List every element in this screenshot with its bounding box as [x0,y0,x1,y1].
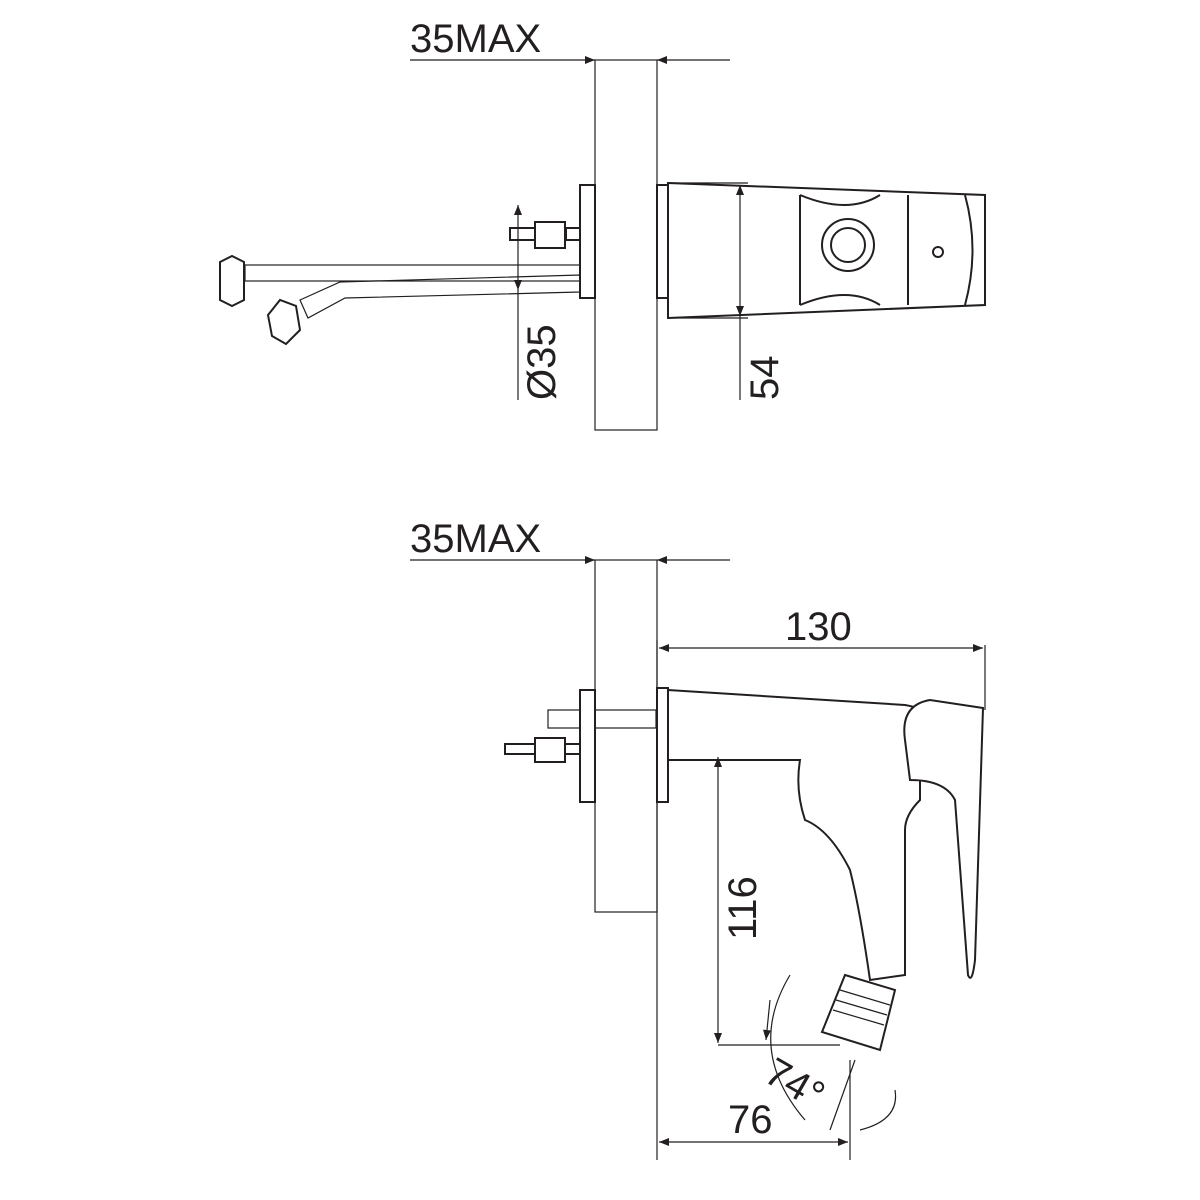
diameter-dimension: Ø35 [514,205,564,400]
wall-depth-label: 35MAX [410,17,541,61]
wall-depth-label: 35MAX [410,517,541,561]
outlet-circle [821,218,875,272]
mixer-body-top [667,181,986,320]
spout-reach-label: 76 [728,1098,773,1142]
length-label: 130 [785,605,852,649]
spout-height-dimension: 116 [714,757,840,1046]
side-view: 35MAX 130 116 [410,517,986,1160]
length-dimension: 130 [656,605,986,1160]
mixer-body-side [667,688,985,1052]
hose-nut [219,254,245,308]
wall-section [594,59,658,431]
wall-depth-dimension: 35MAX [410,517,730,564]
aerator [820,973,897,1052]
wall-section [594,559,658,913]
wall-depth-dimension: 35MAX [410,17,730,64]
hoses [219,254,581,346]
diameter-label: Ø35 [520,324,564,400]
lever-handle [903,698,985,979]
mounting-stud [509,221,596,249]
mounting-plate [579,689,596,803]
mounting-plate [579,184,596,299]
height-label: 54 [743,356,787,401]
flange [656,687,669,803]
hose-nut [266,298,302,346]
flange [656,184,669,299]
spout-reach-dimension: 76 [659,1098,848,1146]
screw-hole [932,246,944,258]
top-view: 35MAX [219,17,986,431]
height-dimension: 54 [668,182,787,401]
spout-height-label: 116 [721,876,765,940]
